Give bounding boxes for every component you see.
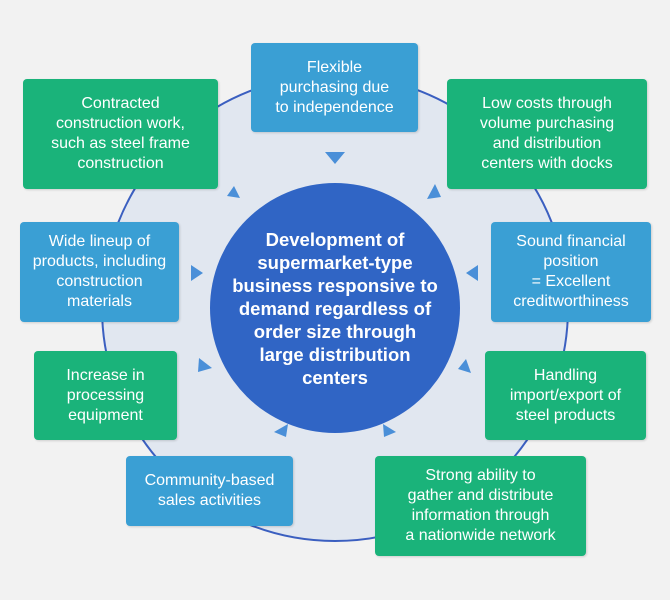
factor-box-lineup: Wide lineup of products, including const… [20,222,179,322]
arrow-icon [325,152,345,164]
factor-box-financial: Sound financial position = Excellent cre… [491,222,651,322]
center-line: business responsive to [232,274,438,296]
center-line: large distribution [259,343,411,365]
arrow-icon [466,265,478,281]
center-line: order size through [253,320,417,342]
center-line: supermarket-type [257,251,413,273]
factor-line: purchasing due [279,78,390,96]
arrow-icon [383,424,396,437]
factor-line: to independence [275,98,394,116]
factor-line: Flexible [306,58,363,76]
factor-line: sales activities [157,492,262,509]
factor-box-flexible: Flexible purchasing due to independence [251,43,418,132]
factor-line: a nationwide network [405,527,556,544]
factor-line: gather and distribute [407,487,554,504]
arrow-icon [198,358,212,372]
center-line: demand regardless of [238,297,432,319]
center-line: Development of [265,228,405,250]
factor-box-import-export: Handling import/export of steel products [485,351,646,440]
center-line: centers [302,366,368,388]
factor-line: and distribution [492,135,602,152]
factor-box-equipment: Increase in processing equipment [34,351,177,440]
factor-line: construction work, [56,115,185,132]
factor-box-low-costs: Low costs through volume purchasing and … [447,79,647,189]
factor-line: = Excellent [531,273,611,290]
factor-line: Handling [533,366,598,384]
arrow-icon [227,186,240,198]
factor-line: centers with docks [481,155,613,172]
factor-line: Sound financial [516,233,626,250]
factor-box-construction: Contracted construction work, such as st… [23,79,218,189]
factor-line: import/export of [509,386,622,404]
factor-line: Low costs through [482,95,612,112]
factor-line: creditworthiness [513,293,629,310]
arrow-icon [191,265,203,281]
factor-box-network: Strong ability to gather and distribute … [375,456,586,556]
arrow-icon [274,424,288,437]
factor-line: construction [56,273,143,290]
factor-line: such as steel frame [51,135,190,152]
factor-line: processing [66,386,145,404]
factor-line: Contracted [81,95,160,112]
factor-line: Strong ability to [425,467,536,484]
factor-line: Community-based [144,472,275,489]
factor-line: Wide lineup of [48,233,151,250]
factor-line: steel products [515,406,616,424]
factor-line: equipment [68,406,143,424]
factor-line: construction [77,155,164,172]
factor-line: materials [67,293,132,310]
factor-line: position [543,253,599,270]
factor-line: information through [411,507,550,524]
factor-box-community: Community-based sales activities [126,456,293,526]
factor-line: products, including [32,253,167,270]
center-circle: Development of supermarket-type business… [210,183,460,433]
factor-line: volume purchasing [479,115,615,132]
arrow-icon [458,359,471,373]
factor-line: Increase in [66,366,145,384]
arrow-icon [427,184,441,199]
